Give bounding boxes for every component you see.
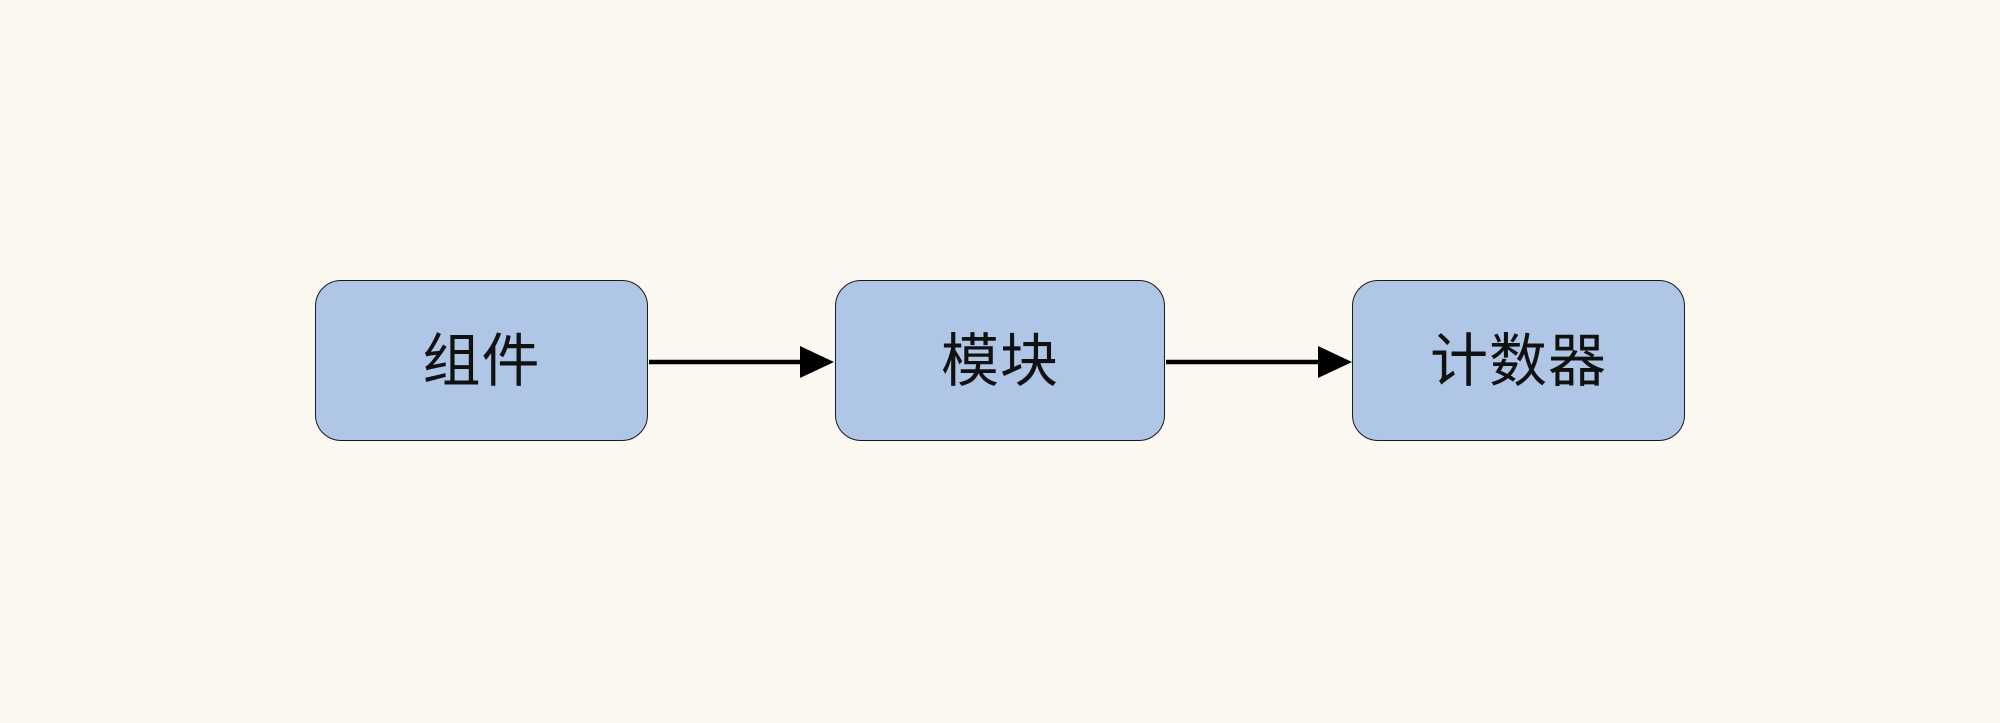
node-label: 计数器 [1429,326,1607,395]
arrowhead-icon [1318,346,1352,378]
node-label: 模块 [940,326,1059,395]
node-counter[interactable]: 计数器 [1352,280,1685,441]
node-label: 组件 [422,326,541,395]
arrowhead-icon [800,346,834,378]
node-component[interactable]: 组件 [315,280,648,441]
node-module[interactable]: 模块 [835,280,1165,441]
edge-n2-n3 [1166,346,1352,378]
edge-n1-n2 [649,346,834,378]
